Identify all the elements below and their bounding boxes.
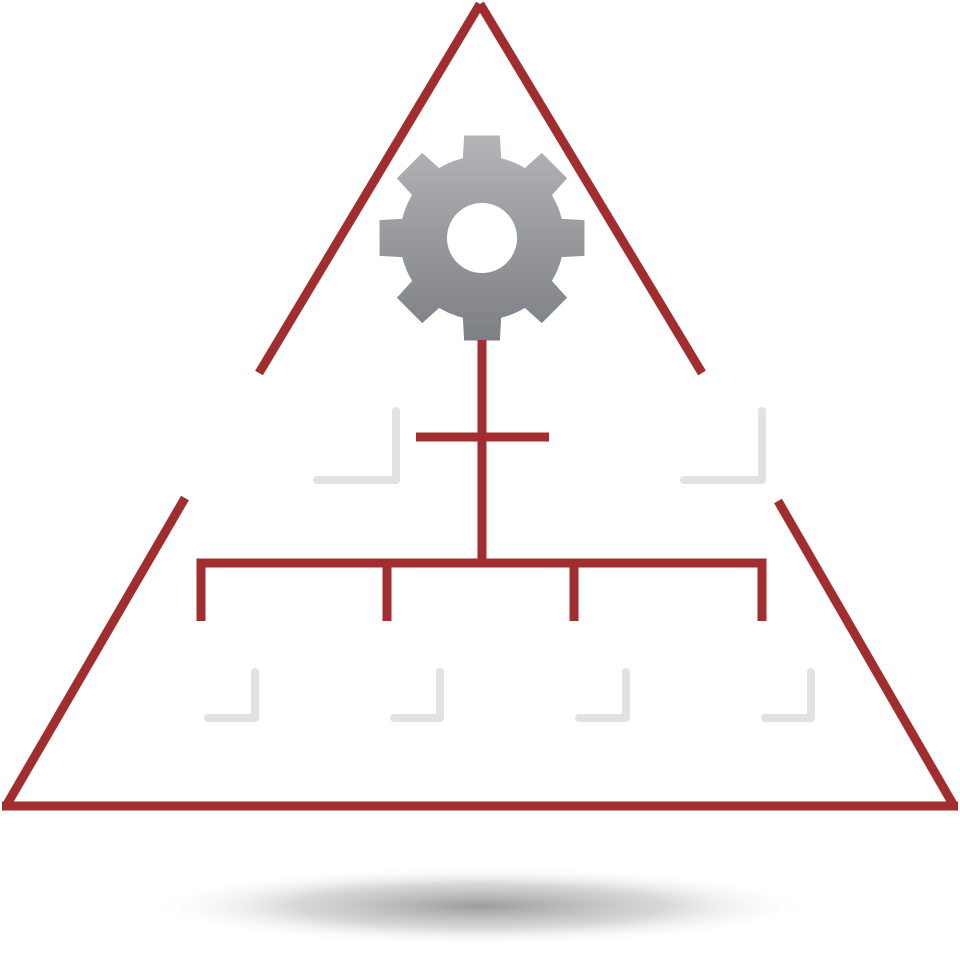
pyramid-right-lower-edge: [774, 498, 958, 809]
middle-left-placeholder: [313, 407, 400, 484]
pyramid-left-lower-edge: [2, 495, 189, 809]
bottom-placeholder-4: [761, 668, 815, 722]
hierarchy-connectors: [196, 340, 767, 621]
pyramid-outline: [2, 1, 958, 811]
middle-right-placeholder: [680, 407, 766, 484]
bottom-branch-bar: [196, 558, 767, 621]
bottom-placeholder-2: [390, 668, 444, 722]
pyramid-left-upper-edge: [255, 1, 484, 376]
bottom-placeholder-1: [204, 668, 259, 722]
floor-shadow: [145, 866, 815, 946]
pyramid-right-upper-edge: [476, 1, 706, 376]
bottom-placeholder-3: [575, 668, 630, 722]
gear-icon: [379, 135, 585, 341]
placeholder-brackets: [204, 407, 815, 722]
